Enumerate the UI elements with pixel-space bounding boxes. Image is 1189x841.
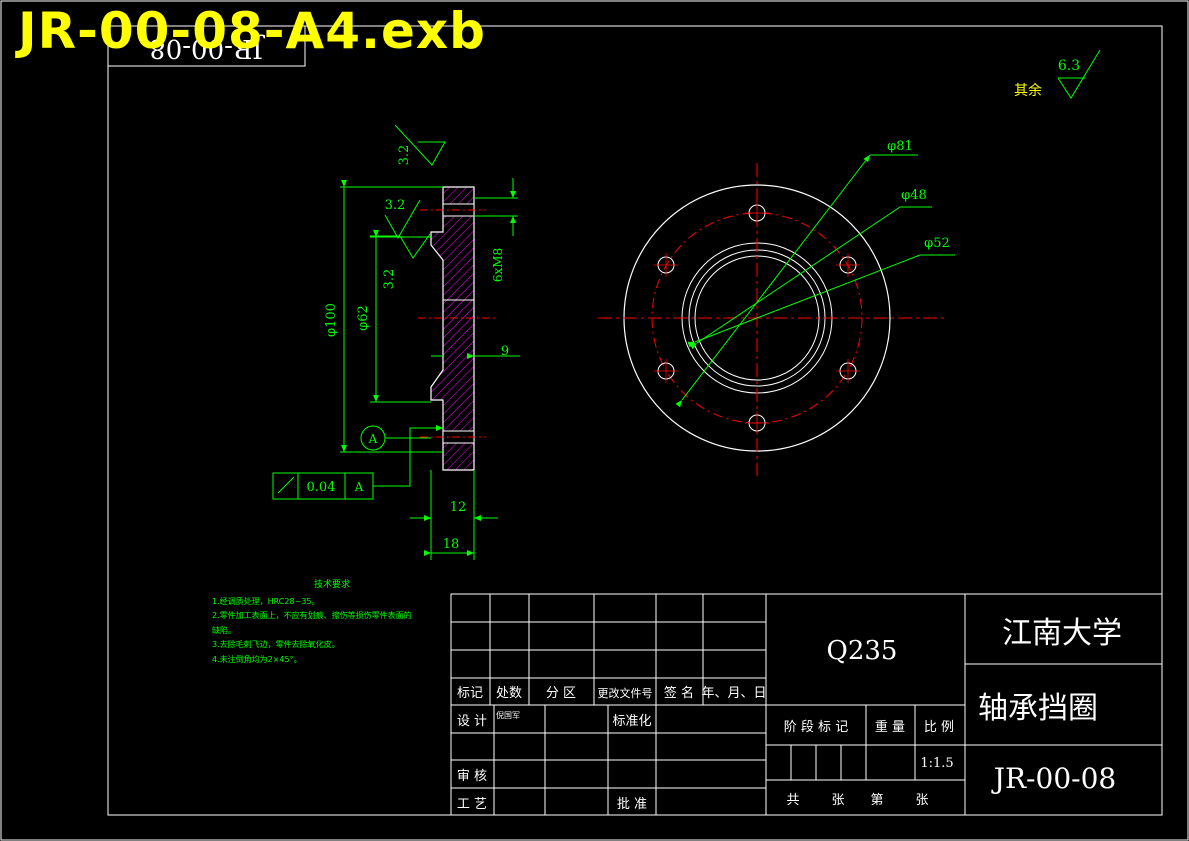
designer-name: 倪国军	[496, 710, 520, 720]
lbl-stage-mark: 阶 段 标 记	[784, 720, 848, 735]
hdr-zone: 分 区	[546, 686, 576, 701]
drawing-number: JR-00-08	[991, 762, 1117, 795]
lbl-process: 工 艺	[457, 797, 487, 812]
dim-d48: φ48	[901, 188, 927, 203]
title-block-text: 标记 处数 分 区 更改文件号 签 名 年、月、日 设 计 倪国军 标准化 审 …	[457, 616, 1122, 812]
dim-thread: 6xM8	[491, 248, 505, 282]
front-view: φ81 φ48 φ52	[598, 139, 955, 476]
lbl-standardize: 标准化	[612, 714, 651, 729]
dim-width-9: 9	[501, 344, 509, 359]
tolerance-datum: A	[354, 480, 364, 494]
lbl-approve: 批 准	[617, 797, 647, 812]
dim-bolt-circle: φ81	[887, 139, 913, 154]
tech-req-title: 技术要求	[313, 580, 350, 590]
dim-width-18: 18	[443, 537, 460, 552]
technical-requirements: 技术要求 1.经调质处理，HRC28~35。 2.零件加工表面上，不应有划痕、擦…	[212, 578, 412, 667]
dim-width-12: 12	[450, 500, 467, 515]
scale-value: 1:1.5	[920, 756, 953, 771]
hdr-change-doc: 更改文件号	[598, 686, 653, 700]
hdr-count: 处数	[496, 686, 522, 701]
tech-req-item-2: 2.零件加工表面上，不应有划痕、擦伤等损伤零件表面的缺陷。	[212, 611, 412, 635]
file-title: JR-00-08-A4.exb	[18, 2, 486, 60]
tech-req-item-1: 1.经调质处理，HRC28~35。	[212, 596, 320, 606]
lbl-sheet-unit: 张	[915, 793, 928, 808]
material: Q235	[827, 636, 898, 666]
lbl-design: 设 计	[457, 714, 487, 729]
lbl-total: 共	[786, 793, 799, 808]
part-name: 轴承挡圈	[978, 691, 1098, 726]
school-name: 江南大学	[1002, 616, 1122, 651]
roughness-value-3: 3.2	[382, 269, 397, 290]
title-block	[450, 593, 1163, 816]
roughness-value-1: 3.2	[397, 145, 412, 166]
lbl-sheets: 张	[831, 793, 844, 808]
roughness-other-label: 其余	[1014, 82, 1042, 99]
roughness-other-value: 6.3	[1058, 58, 1080, 74]
dim-d52: φ52	[924, 236, 950, 251]
hdr-date: 年、月、日	[701, 686, 766, 701]
hdr-sign: 签 名	[664, 685, 694, 701]
lbl-weight: 重 量	[875, 719, 905, 735]
roughness-value-2: 3.2	[385, 198, 406, 213]
datum-label: A	[368, 432, 378, 446]
tolerance-value: 0.04	[307, 480, 336, 495]
mirrored-code: JR-00-08	[149, 33, 266, 63]
dim-inner-dia: φ62	[356, 305, 371, 331]
tech-req-item-3: 3.去除毛刺飞边，零件去除氧化皮。	[212, 640, 340, 649]
lbl-sheet-no: 第	[870, 793, 883, 808]
lbl-ratio: 比 例	[924, 720, 954, 735]
roughness-other: 其余 6.3	[1014, 49, 1101, 99]
code-box	[107, 25, 306, 67]
lbl-review: 审 核	[457, 769, 487, 784]
dim-outer-dia: φ100	[324, 303, 339, 337]
section-view: φ100 φ62 6xM8 9 12 18 3.2 3.2 3.2 A 0.04…	[272, 124, 520, 560]
hdr-mark: 标记	[457, 686, 483, 701]
tech-req-item-4: 4.未注倒角均为2×45°。	[212, 654, 302, 664]
